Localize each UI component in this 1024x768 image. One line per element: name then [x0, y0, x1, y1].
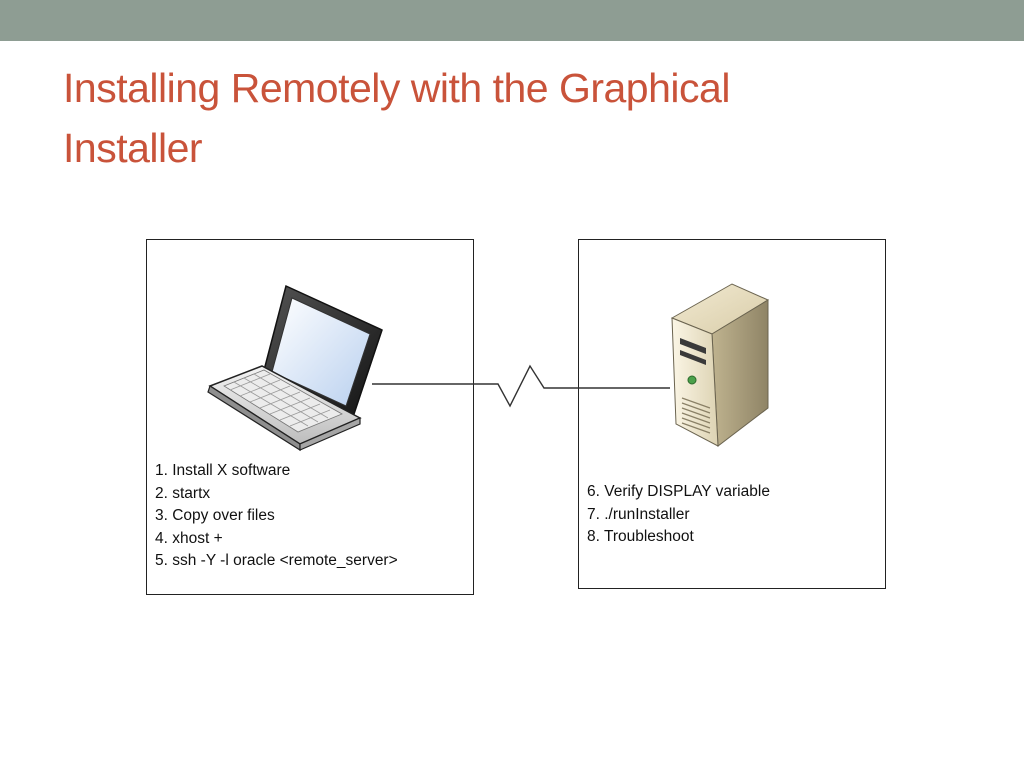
server-step: 6. Verify DISPLAY variable — [587, 483, 770, 500]
laptop-icon — [207, 284, 383, 452]
header-bar — [0, 0, 1024, 41]
server-steps-list: 6. Verify DISPLAY variable 7. ./runInsta… — [587, 481, 770, 549]
server-step: 8. Troubleshoot — [587, 528, 694, 545]
client-step: 5. ssh -Y -l oracle <remote_server> — [155, 552, 398, 569]
server-step: 7. ./runInstaller — [587, 505, 690, 523]
slide-title-line-1: Installing Remotely with the Graphical — [63, 65, 730, 111]
client-step: 1. Install X software — [155, 462, 291, 479]
client-step: 2. startx — [155, 484, 211, 502]
slide-title: Installing Remotely with the Graphical I… — [63, 58, 963, 178]
client-step: 4. xhost + — [155, 529, 223, 547]
slide-title-line-2: Installer — [63, 125, 203, 171]
client-step: 3. Copy over files — [155, 507, 275, 524]
server-tower-icon — [670, 283, 770, 447]
client-steps-list: 1. Install X software 2. startx 3. Copy … — [155, 460, 398, 573]
